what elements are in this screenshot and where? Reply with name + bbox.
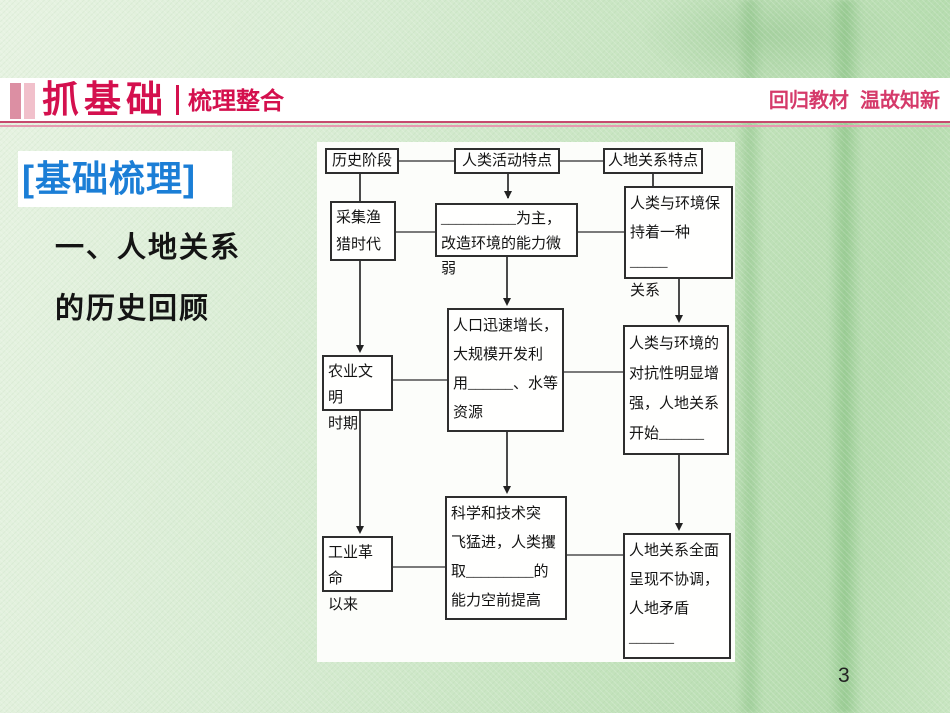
flow-box-history-stage: 历史阶段: [325, 148, 399, 174]
flow-box-stage-1: 采集渔 猎时代: [330, 201, 396, 261]
flow-line: [396, 231, 435, 233]
flow-line: [506, 432, 508, 488]
page-number: 3: [838, 664, 850, 687]
section-tag: [基础梳理]: [18, 151, 232, 207]
flow-line: [564, 371, 623, 373]
arrow-down-icon: [503, 486, 511, 494]
decor-bar-icon: [10, 83, 21, 119]
leaf-decoration: [640, 0, 900, 90]
flow-line: [359, 410, 361, 528]
flow-line: [506, 256, 508, 300]
arrow-down-icon: [675, 523, 683, 531]
flow-line: [507, 173, 509, 198]
flow-box-relation-header: 人地关系特点: [603, 148, 703, 174]
arrow-down-icon: [675, 315, 683, 323]
arrow-down-icon: [356, 345, 364, 353]
header-bar: 抓基础 梳理整合 回归教材 温故知新: [0, 78, 950, 121]
section-heading: 一、人地关系 的历史回顾: [55, 232, 242, 325]
header-rule-top: [0, 121, 950, 123]
flow-line: [678, 277, 680, 317]
header-slogan: 回归教材 温故知新: [768, 90, 940, 112]
flowchart-panel: 历史阶段 人类活动特点 人地关系特点 采集渔 猎时代 __________为主，…: [317, 142, 735, 662]
flow-line: [678, 454, 680, 525]
flow-box-stage-3: 工业革命 以来: [322, 536, 393, 613]
arrow-down-icon: [504, 191, 512, 199]
flow-box-relation-1: 人类与环境保 持着一种_____ 关系: [624, 186, 733, 299]
arrow-down-icon: [503, 298, 511, 306]
header-title: 抓基础: [42, 79, 168, 120]
flow-box-activity-2: 人口迅速增长， 大规模开发利 用______、水等 资源: [447, 308, 564, 432]
flow-box-stage-2: 农业文明 时期: [322, 355, 393, 432]
arrow-down-icon: [356, 526, 364, 534]
flow-line: [359, 259, 361, 347]
flow-line: [567, 554, 623, 556]
flow-box-activity-1: __________为主， 改造环境的能力微弱: [435, 203, 578, 277]
flow-box-relation-2: 人类与环境的 对抗性明显增 强，人地关系 开始______: [623, 325, 729, 455]
header-divider: [176, 85, 179, 115]
header-rule-bottom: [0, 125, 950, 127]
decor-bar-icon: [24, 83, 35, 119]
header-subtitle: 梳理整合: [188, 88, 284, 115]
flow-line: [560, 160, 603, 162]
flow-box-activity-header: 人类活动特点: [454, 148, 560, 174]
flow-line: [578, 231, 624, 233]
flow-line: [399, 160, 454, 162]
flow-line: [393, 379, 447, 381]
flow-box-relation-3: 人地关系全面 呈现不协调， 人地矛盾 ______: [623, 533, 731, 659]
flow-box-activity-3: 科学和技术突 飞猛进，人类攫 取_________的 能力空前提高: [445, 496, 567, 620]
flow-line: [359, 173, 361, 202]
flow-line: [393, 566, 445, 568]
flow-line: [652, 171, 654, 187]
